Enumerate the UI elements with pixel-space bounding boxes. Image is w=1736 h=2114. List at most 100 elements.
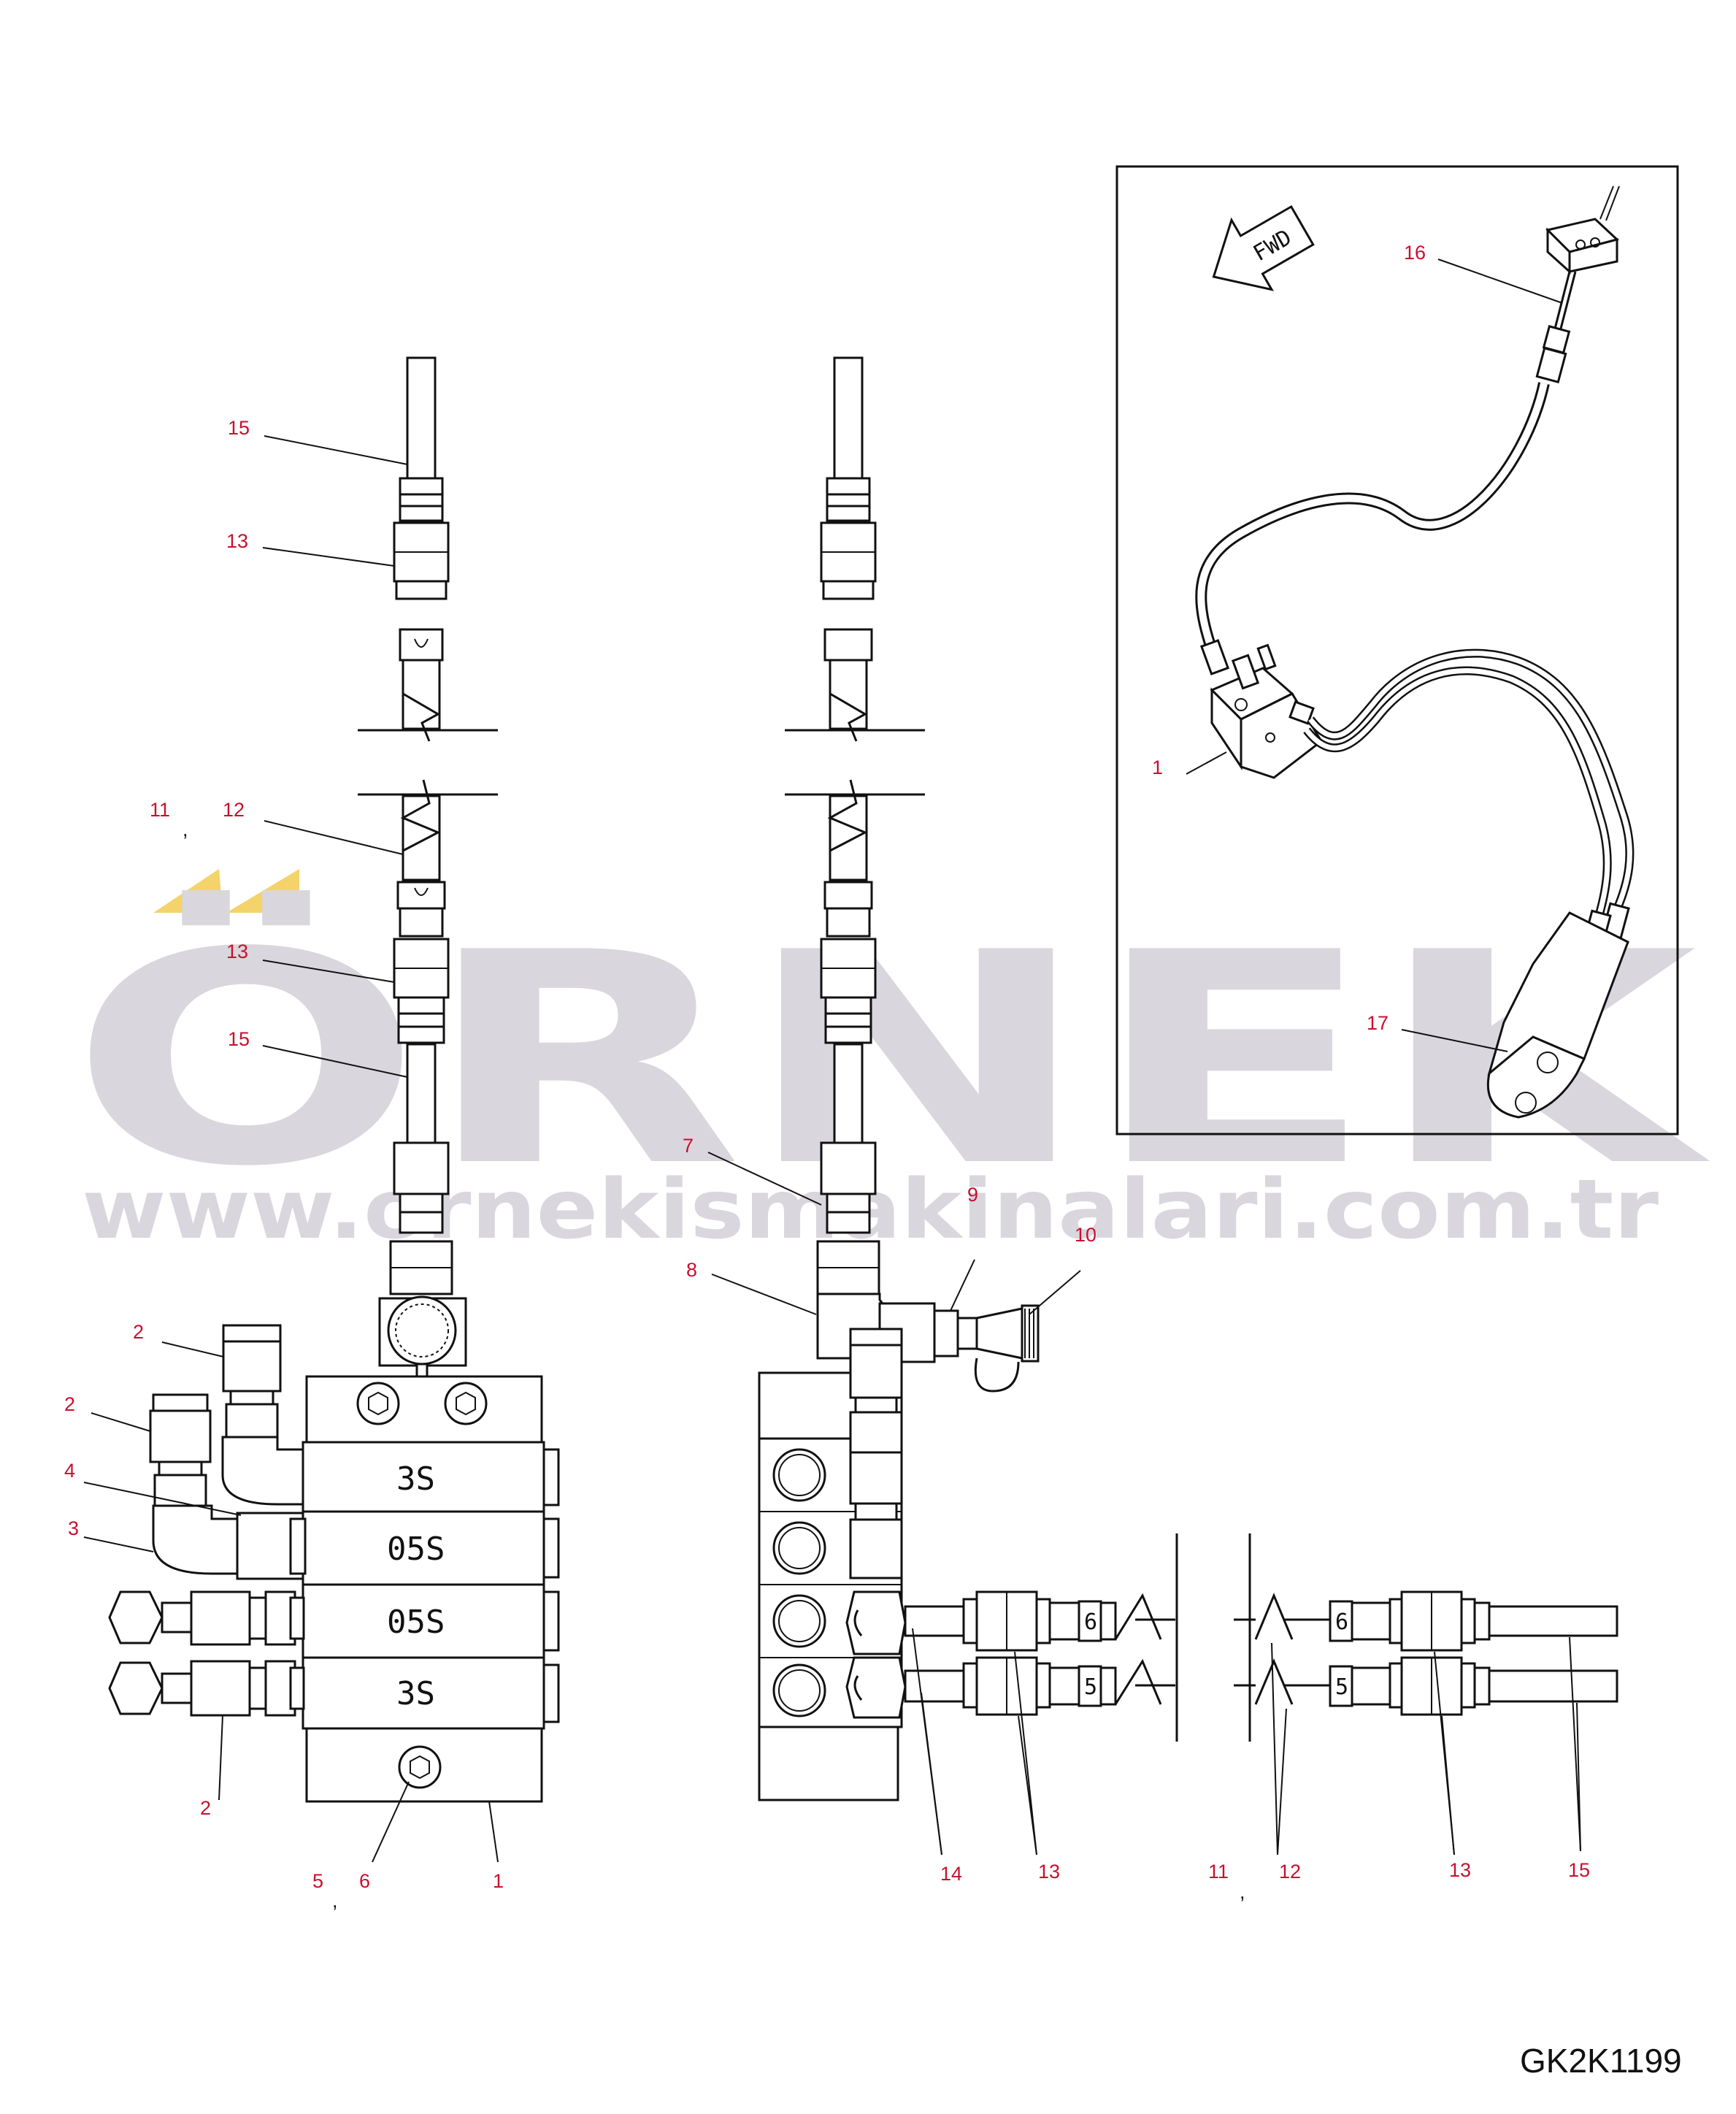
callouts: 15 13 11 , 12 13 15 7 8 9 10 2 2 4 3 2 5… (64, 242, 1590, 1912)
twin-hose-b (1303, 666, 1612, 918)
swivel-gear (387, 1295, 457, 1366)
tube-lower (833, 1043, 864, 1144)
line-tag-6 (1078, 1600, 1102, 1642)
fitting-hex (190, 1590, 251, 1646)
line-tag-label-6: 6 (1084, 1609, 1097, 1635)
valve-bottom-block (305, 1727, 543, 1803)
callout-15: 15 (1568, 1859, 1590, 1881)
plug-hex (356, 1382, 400, 1425)
hose-nut (399, 1192, 444, 1214)
section-label-2: 05S (387, 1531, 445, 1568)
plug-hex (444, 1382, 488, 1425)
hose-nut (399, 907, 444, 938)
comma: , (1240, 1881, 1245, 1903)
line-tag-5 (1078, 1665, 1102, 1707)
left-hose-assembly (358, 356, 498, 1392)
elbow-3 (152, 1504, 239, 1575)
fitting-13-nut (395, 580, 448, 600)
fitting-hex (849, 1344, 903, 1399)
twin-hose-a (1307, 648, 1635, 911)
hose-12-upper (402, 659, 441, 730)
leader-lines (83, 258, 1581, 1863)
tube-upper (833, 356, 864, 480)
divider-valve-side: 6 5 6 5 (758, 1328, 1618, 1801)
line-tag-5b (1329, 1665, 1353, 1707)
callout-12: 12 (223, 799, 245, 821)
hose-16 (1195, 382, 1550, 652)
callout-16: 16 (1404, 242, 1426, 264)
callout-6: 6 (359, 1870, 370, 1892)
callout-10: 10 (1075, 1224, 1096, 1246)
fitting-2-hex (222, 1340, 282, 1393)
line-tag-label-5: 5 (1084, 1674, 1097, 1700)
callout-13: 13 (1449, 1859, 1471, 1881)
callout-13: 13 (1038, 1861, 1060, 1883)
watermark-accent-left (153, 869, 223, 913)
callout-3: 3 (68, 1517, 79, 1539)
comma: , (183, 819, 188, 840)
tube-15-upper (406, 356, 437, 480)
hose-nut (399, 505, 444, 522)
watermark-accent-right (226, 869, 299, 913)
hose-nut (397, 1025, 445, 1044)
hose-nut (397, 996, 445, 1015)
line-tag-label-6b: 6 (1335, 1609, 1348, 1635)
cap-strap (974, 1357, 1020, 1393)
port-plug (772, 1594, 826, 1648)
port-plug (772, 1448, 826, 1502)
drawing-code: GK2K1199 (1520, 2042, 1682, 2080)
hex-cap (108, 1661, 164, 1715)
port-plug (772, 1663, 826, 1717)
tube-15-lower (406, 1043, 437, 1144)
callout-13: 13 (226, 530, 248, 552)
callout-8: 8 (686, 1259, 697, 1281)
plug-hex-bottom (398, 1745, 442, 1789)
inset-frame (1115, 165, 1679, 1135)
watermark-brand: ÖRNEK (69, 887, 1713, 1230)
hose-nut (397, 1012, 445, 1028)
hose-nut (399, 1211, 444, 1234)
valve-top-block (305, 1375, 543, 1444)
fitting-2-top (152, 1393, 209, 1412)
section-label-4: 3S (396, 1675, 435, 1712)
callout-15: 15 (228, 1028, 250, 1050)
line-tag-label-5b: 5 (1335, 1674, 1348, 1700)
tube-fitting (820, 1141, 877, 1195)
section-label-1: 3S (396, 1460, 435, 1498)
fitting-2-top (222, 1324, 282, 1343)
port-plug (772, 1521, 826, 1575)
valve-section-4 (302, 1656, 545, 1730)
valve-section-3 (302, 1583, 545, 1659)
comma: , (332, 1890, 338, 1912)
callout-14: 14 (940, 1863, 962, 1885)
fwd-arrow: FWD (1212, 204, 1315, 291)
callout-15: 15 (228, 417, 250, 439)
callout-9: 9 (967, 1184, 978, 1206)
hose-nut (399, 493, 444, 508)
callout-17: 17 (1367, 1012, 1389, 1034)
callout-7: 7 (683, 1135, 694, 1157)
callout-13: 13 (226, 941, 248, 962)
callout-2: 2 (64, 1393, 75, 1415)
fitting-hex (849, 1451, 903, 1505)
hose-12-lower (402, 794, 441, 881)
hex-cap (108, 1590, 164, 1644)
section-label-3: 05S (387, 1604, 445, 1641)
fitting-2-hex (149, 1409, 212, 1463)
elbow-fitting (221, 1436, 304, 1506)
hose-collar (823, 628, 873, 662)
valve-bottom (758, 1726, 899, 1801)
divider-valve-1: 3S 05S 05S 3S (108, 1324, 560, 1803)
tube-fitting (393, 1141, 450, 1195)
callout-11: 11 (1208, 1861, 1229, 1883)
hose-collar (399, 628, 444, 662)
watermark: ÖRNEK www.ornekismakinalari.com.tr (69, 869, 1713, 1257)
callout-11: 11 (150, 799, 170, 821)
hose-collar (823, 881, 873, 910)
callout-1: 1 (1152, 757, 1163, 778)
grease-nipple-10 (975, 1307, 1023, 1360)
location-inset: FWD (1115, 165, 1679, 1135)
callout-5: 5 (312, 1870, 323, 1892)
fitting-hex (190, 1660, 251, 1717)
